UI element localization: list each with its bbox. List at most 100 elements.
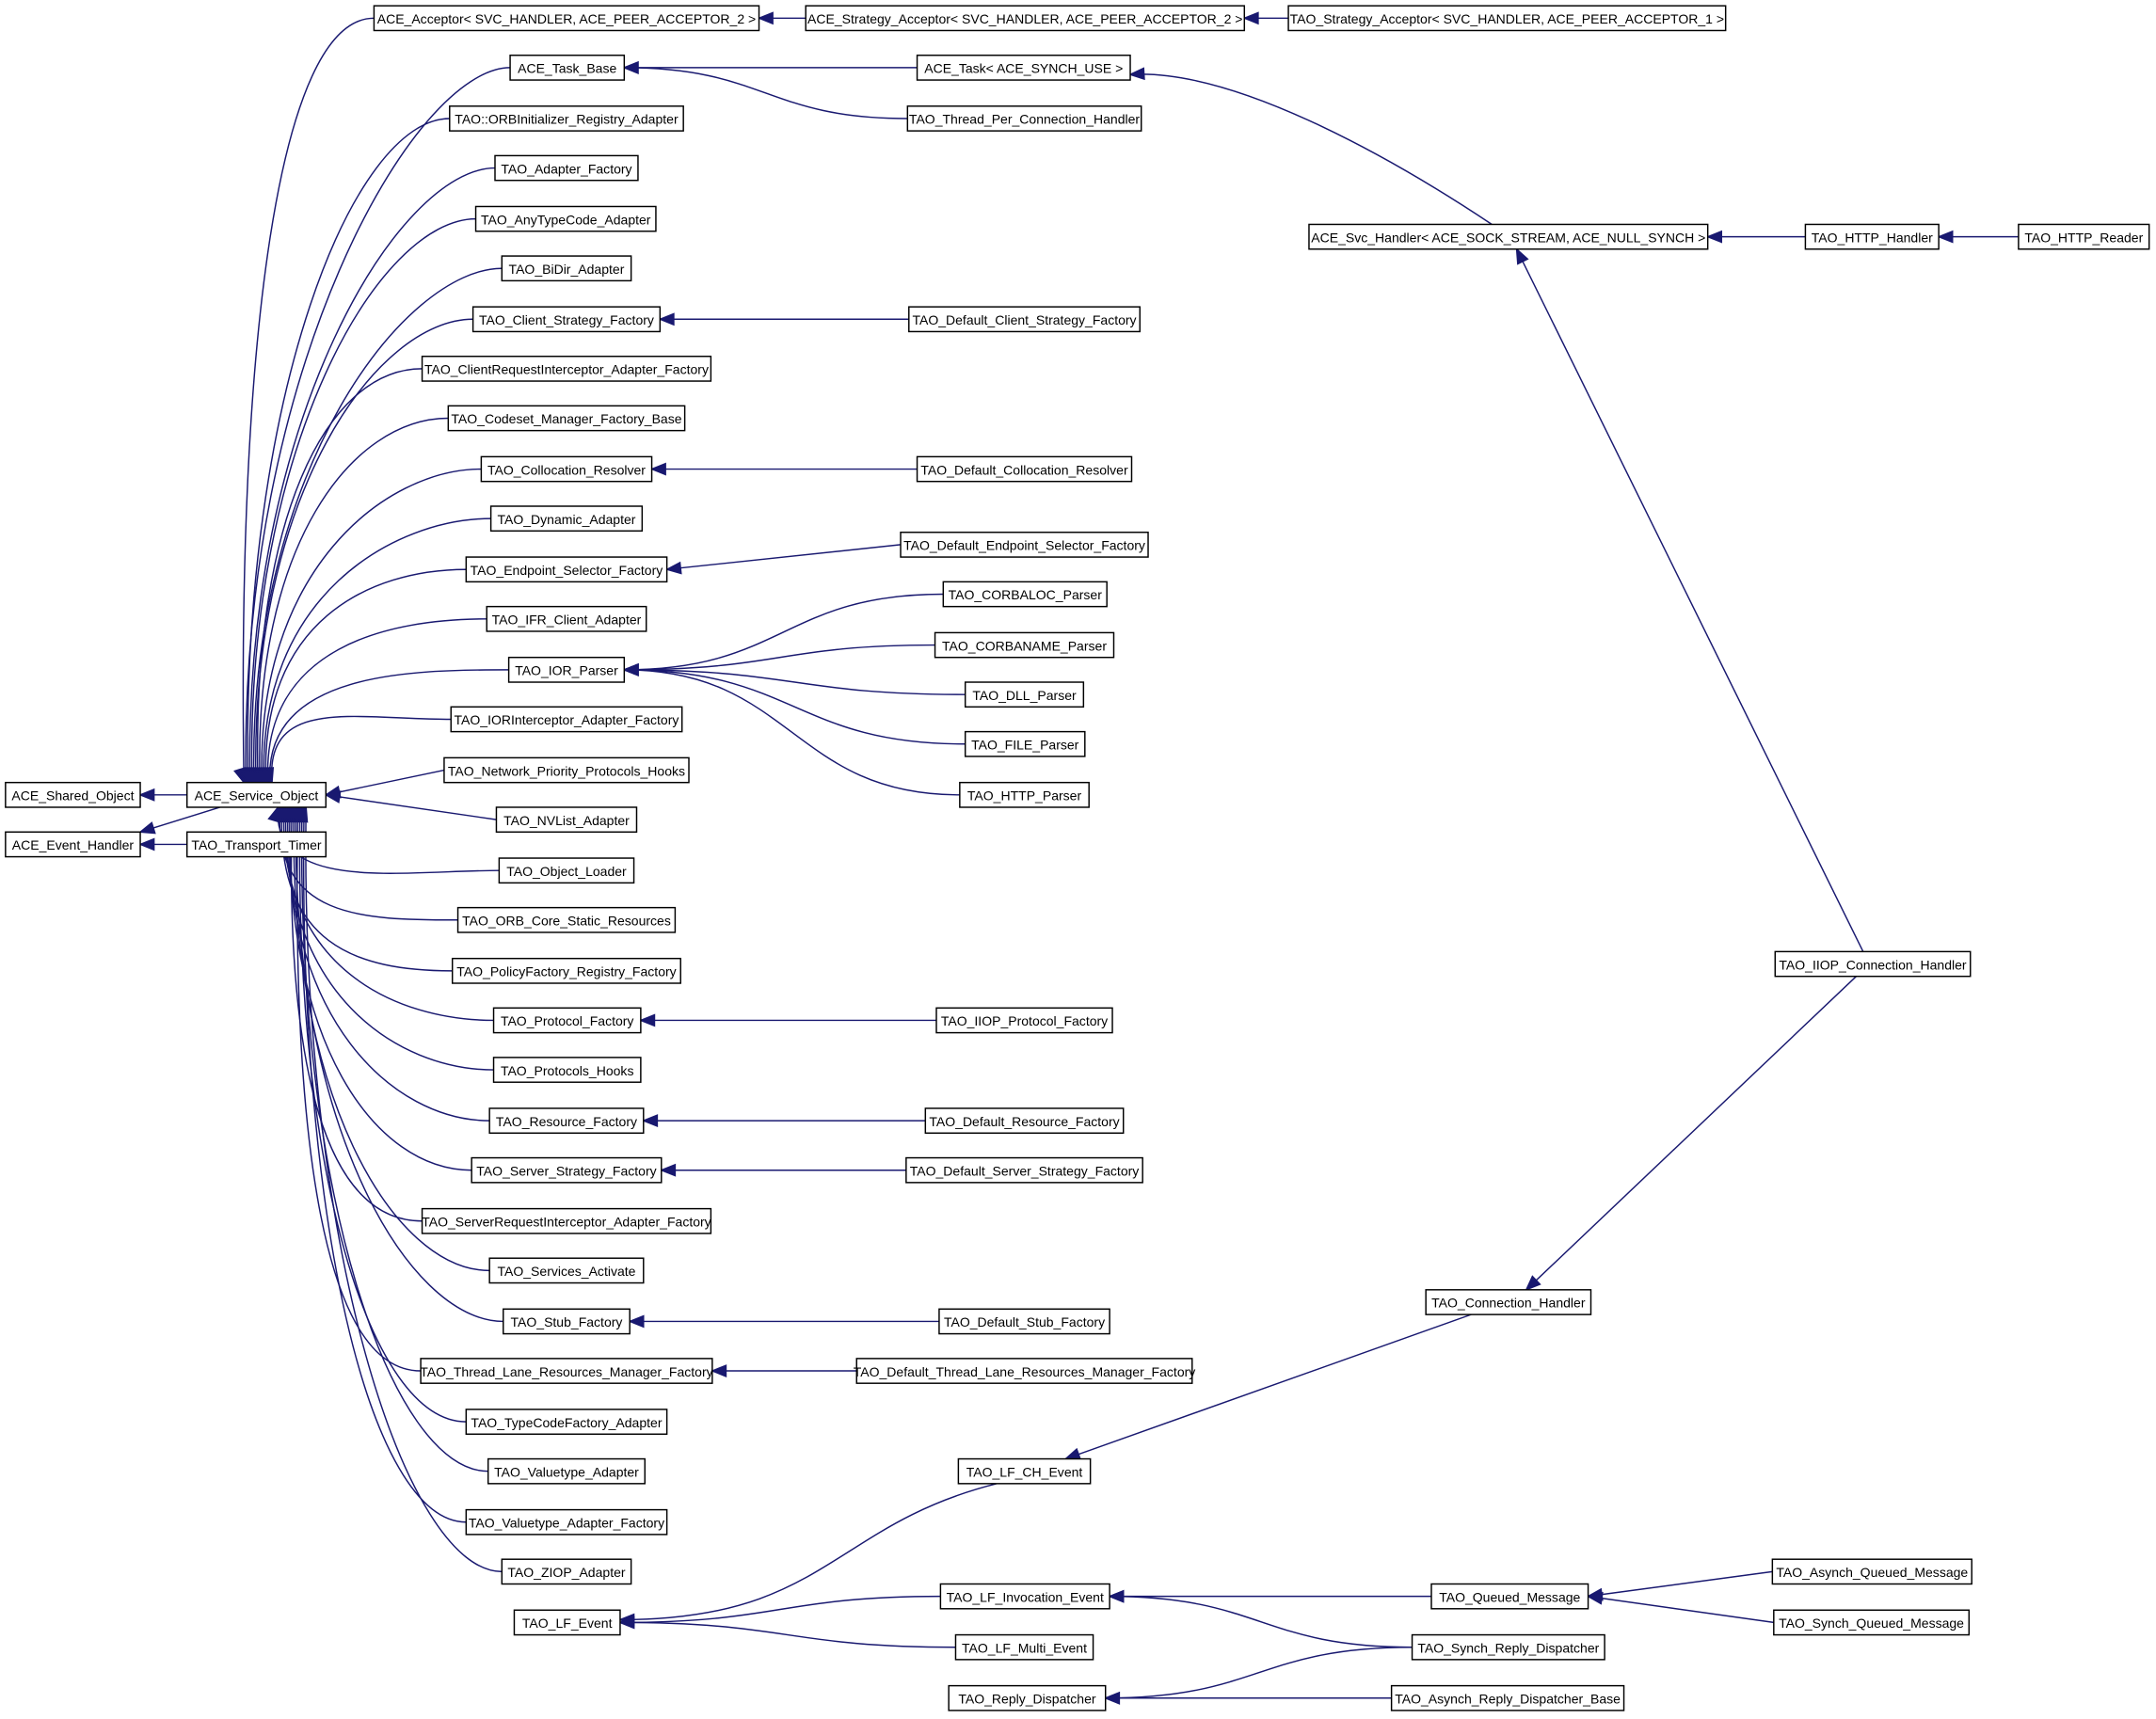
- class-node-def-endpoint-sel[interactable]: TAO_Default_Endpoint_Selector_Factory: [900, 532, 1149, 558]
- class-node-ace-strategy-acceptor[interactable]: ACE_Strategy_Acceptor< SVC_HANDLER, ACE_…: [805, 5, 1246, 32]
- class-node-ifr[interactable]: TAO_IFR_Client_Adapter: [486, 605, 647, 632]
- class-node-def-stub-factory[interactable]: TAO_Default_Stub_Factory: [938, 1308, 1110, 1335]
- inheritance-edge-ziop-to-service-object: [305, 806, 503, 1573]
- class-label: TAO_Thread_Lane_Resources_Manager_Factor…: [420, 1364, 712, 1379]
- class-box: [421, 356, 712, 382]
- class-node-endpoint-sel[interactable]: TAO_Endpoint_Selector_Factory: [465, 556, 668, 583]
- arrowhead-icon: [622, 662, 639, 676]
- class-node-ace-task-base[interactable]: ACE_Task_Base: [509, 55, 626, 81]
- class-label: TAO_LF_Invocation_Event: [947, 1589, 1104, 1604]
- class-node-codeset[interactable]: TAO_Codeset_Manager_Factory_Base: [447, 405, 686, 432]
- class-node-protocol-factory[interactable]: TAO_Protocol_Factory: [492, 1007, 642, 1034]
- class-node-transport-timer[interactable]: TAO_Transport_Timer: [185, 831, 327, 858]
- class-node-def-tlrm-factory[interactable]: TAO_Default_Thread_Lane_Resources_Manage…: [854, 1358, 1196, 1384]
- class-node-dynamic[interactable]: TAO_Dynamic_Adapter: [489, 505, 644, 533]
- class-node-bidir[interactable]: TAO_BiDir_Adapter: [501, 255, 632, 282]
- class-box: [465, 1508, 668, 1536]
- arrowhead-icon: [641, 1114, 659, 1128]
- class-node-def-client-strategy[interactable]: TAO_Default_Client_Strategy_Factory: [908, 306, 1141, 333]
- inheritance-edge-ace-acceptor-to-service-object: [242, 17, 375, 783]
- class-node-def-server-strategy[interactable]: TAO_Default_Server_Strategy_Factory: [905, 1156, 1143, 1184]
- class-node-tao-strategy-acceptor[interactable]: TAO_Strategy_Acceptor< SVC_HANDLER, ACE_…: [1287, 5, 1727, 32]
- class-label: TAO_Default_Client_Strategy_Factory: [912, 312, 1136, 327]
- class-node-corbaloc[interactable]: TAO_CORBALOC_Parser: [942, 581, 1108, 608]
- class-node-event-handler[interactable]: ACE_Event_Handler: [5, 831, 141, 858]
- class-node-def-resource-factory[interactable]: TAO_Default_Resource_Factory: [924, 1107, 1125, 1134]
- class-node-def-colloc[interactable]: TAO_Default_Collocation_Resolver: [916, 455, 1133, 483]
- class-label: TAO_Adapter_Factory: [501, 161, 631, 176]
- class-node-ace-task[interactable]: ACE_Task< ACE_SYNCH_USE >: [916, 55, 1131, 81]
- class-label: TAO_IORInterceptor_Adapter_Factory: [455, 712, 679, 727]
- class-node-queued-message[interactable]: TAO_Queued_Message: [1430, 1583, 1589, 1610]
- class-box: [1771, 1558, 1972, 1585]
- arrowhead-icon: [622, 60, 639, 74]
- class-node-synch-reply[interactable]: TAO_Synch_Reply_Dispatcher: [1411, 1633, 1605, 1661]
- class-node-shared-object[interactable]: ACE_Shared_Object: [5, 781, 141, 808]
- class-node-dll-parser[interactable]: TAO_DLL_Parser: [964, 681, 1085, 708]
- class-node-connection-handler[interactable]: TAO_Connection_Handler: [1425, 1289, 1592, 1315]
- class-node-anytypecode[interactable]: TAO_AnyTypeCode_Adapter: [474, 205, 657, 232]
- class-box: [916, 55, 1131, 81]
- class-node-ziop[interactable]: TAO_ZIOP_Adapter: [501, 1558, 632, 1585]
- class-box: [449, 105, 684, 132]
- class-node-ior-parser[interactable]: TAO_IOR_Parser: [507, 656, 626, 683]
- class-node-iiop-protocol-factory[interactable]: TAO_IIOP_Protocol_Factory: [935, 1007, 1113, 1034]
- class-node-typecode-factory[interactable]: TAO_TypeCodeFactory_Adapter: [465, 1409, 668, 1435]
- class-node-server-ri[interactable]: TAO_ServerRequestInterceptor_Adapter_Fac…: [421, 1207, 712, 1234]
- class-node-orb-core-static[interactable]: TAO_ORB_Core_Static_Resources: [456, 906, 677, 933]
- class-node-lf-ch-event[interactable]: TAO_LF_CH_Event: [957, 1457, 1092, 1485]
- class-node-netprio[interactable]: TAO_Network_Priority_Protocols_Hooks: [443, 756, 690, 784]
- class-node-client-strategy[interactable]: TAO_Client_Strategy_Factory: [471, 306, 662, 333]
- class-label: TAO_LF_Multi_Event: [962, 1640, 1087, 1655]
- class-node-stub-factory[interactable]: TAO_Stub_Factory: [503, 1308, 631, 1335]
- class-node-server-strategy[interactable]: TAO_Server_Strategy_Factory: [471, 1156, 663, 1184]
- class-node-ace-acceptor[interactable]: ACE_Acceptor< SVC_HANDLER, ACE_PEER_ACCE…: [373, 5, 760, 32]
- class-node-resource-factory[interactable]: TAO_Resource_Factory: [488, 1107, 645, 1134]
- class-box: [906, 105, 1142, 132]
- inheritance-edge-http-parser-to-ior-parser: [624, 669, 960, 796]
- arrowhead-icon: [295, 805, 309, 823]
- class-node-colloc[interactable]: TAO_Collocation_Resolver: [480, 455, 653, 483]
- class-node-asynch-reply-base[interactable]: TAO_Asynch_Reply_Dispatcher_Base: [1390, 1684, 1625, 1711]
- class-box: [942, 581, 1108, 608]
- class-node-orbinit-adapter[interactable]: TAO::ORBInitializer_Registry_Adapter: [449, 105, 684, 132]
- class-node-reply-dispatcher[interactable]: TAO_Reply_Dispatcher: [948, 1684, 1107, 1711]
- class-node-lf-invocation[interactable]: TAO_LF_Invocation_Event: [939, 1583, 1110, 1610]
- class-node-http-reader[interactable]: TAO_HTTP_Reader: [2018, 223, 2150, 250]
- class-node-synch-queued[interactable]: TAO_Synch_Queued_Message: [1773, 1609, 1971, 1636]
- class-box: [855, 1358, 1193, 1384]
- class-node-adapter-factory[interactable]: TAO_Adapter_Factory: [494, 154, 639, 182]
- class-box: [938, 1308, 1110, 1335]
- class-node-file-parser[interactable]: TAO_FILE_Parser: [964, 730, 1086, 757]
- class-node-policy-factory[interactable]: TAO_PolicyFactory_Registry_Factory: [451, 957, 681, 984]
- class-node-svc-handler[interactable]: ACE_Svc_Handler< ACE_SOCK_STREAM, ACE_NU…: [1308, 223, 1709, 250]
- class-node-iori[interactable]: TAO_IORInterceptor_Adapter_Factory: [450, 706, 683, 733]
- class-node-thread-per-conn[interactable]: TAO_Thread_Per_Connection_Handler: [906, 105, 1142, 132]
- class-node-object-loader[interactable]: TAO_Object_Loader: [498, 857, 635, 884]
- class-box: [934, 631, 1115, 659]
- class-node-nvlist[interactable]: TAO_NVList_Adapter: [495, 806, 638, 834]
- class-node-lf-multi[interactable]: TAO_LF_Multi_Event: [954, 1633, 1094, 1661]
- class-node-corbaname[interactable]: TAO_CORBANAME_Parser: [934, 631, 1115, 659]
- class-node-tlrm-factory[interactable]: TAO_Thread_Lane_Resources_Manager_Factor…: [420, 1358, 713, 1384]
- class-box: [488, 1107, 645, 1134]
- class-node-service-object[interactable]: ACE_Service_Object: [185, 781, 327, 808]
- class-node-iiop-conn-handler[interactable]: TAO_IIOP_Connection_Handler: [1774, 950, 1972, 978]
- class-label: ACE_Svc_Handler< ACE_SOCK_STREAM, ACE_NU…: [1311, 230, 1705, 245]
- class-label: TAO_IIOP_Connection_Handler: [1779, 957, 1967, 972]
- class-node-services-activate[interactable]: TAO_Services_Activate: [488, 1257, 645, 1284]
- class-label: TAO_Server_Strategy_Factory: [476, 1163, 656, 1178]
- class-node-valuetype[interactable]: TAO_Valuetype_Adapter: [487, 1457, 646, 1485]
- class-node-lf-event[interactable]: TAO_LF_Event: [513, 1609, 621, 1636]
- class-node-protocols-hooks[interactable]: TAO_Protocols_Hooks: [492, 1057, 642, 1083]
- class-label: TAO_LF_Event: [522, 1616, 613, 1631]
- class-node-http-handler[interactable]: TAO_HTTP_Handler: [1804, 223, 1940, 250]
- inheritance-edge-orbinit-adapter-to-service-object: [247, 118, 450, 783]
- class-node-valuetype-factory[interactable]: TAO_Valuetype_Adapter_Factory: [465, 1508, 668, 1536]
- class-node-http-parser[interactable]: TAO_HTTP_Parser: [959, 781, 1090, 808]
- inheritance-edge-bidir-to-service-object: [253, 267, 503, 783]
- class-node-asynch-queued[interactable]: TAO_Asynch_Queued_Message: [1771, 1558, 1972, 1585]
- class-node-client-ri[interactable]: TAO_ClientRequestInterceptor_Adapter_Fac…: [421, 356, 712, 382]
- class-box: [501, 1558, 632, 1585]
